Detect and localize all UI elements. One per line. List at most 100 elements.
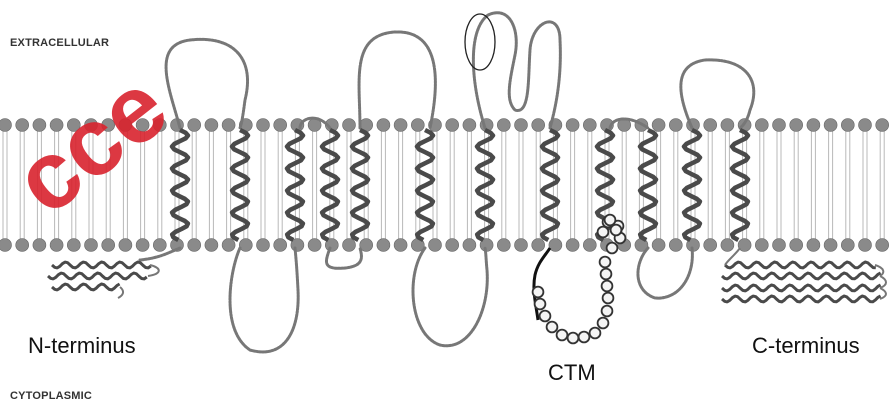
lipid-head xyxy=(859,119,872,132)
lipid-head xyxy=(153,239,166,252)
ctm-residue xyxy=(598,227,609,238)
lipid-head xyxy=(824,119,837,132)
transmembrane-helix xyxy=(732,130,748,240)
lipid-head xyxy=(583,119,596,132)
loop-segment xyxy=(166,39,247,128)
lipid-head xyxy=(790,119,803,132)
cytoplasmic-label: CYTOPLASMIC xyxy=(10,390,92,402)
ctm-residue xyxy=(540,311,551,322)
n-terminus-label: N-terminus xyxy=(28,333,136,359)
lipid-head xyxy=(16,239,29,252)
ctm-residue xyxy=(602,306,613,317)
lipid-head xyxy=(411,119,424,132)
ctm-residue xyxy=(600,257,611,268)
ctm-residue xyxy=(605,215,616,226)
ctm-residue xyxy=(568,333,579,344)
lipid-head xyxy=(429,239,442,252)
lipid-head xyxy=(515,119,528,132)
lipid-head xyxy=(274,239,287,252)
n-terminal-helix xyxy=(52,262,151,268)
lipid-head xyxy=(773,239,786,252)
lipid-head xyxy=(222,119,235,132)
transmembrane-helix xyxy=(352,130,368,240)
lipid-head xyxy=(532,239,545,252)
loop-segment xyxy=(638,248,692,298)
ctm-residue xyxy=(602,281,613,292)
lipid-head xyxy=(841,119,854,132)
lipid-head xyxy=(652,239,665,252)
lipid-head xyxy=(239,239,252,252)
lipid-head xyxy=(876,119,889,132)
lipid-head xyxy=(222,239,235,252)
lipid-head xyxy=(102,239,115,252)
ctm-residue xyxy=(603,293,614,304)
ctm-residue xyxy=(557,330,568,341)
lipid-head xyxy=(274,119,287,132)
lipid-head xyxy=(343,239,356,252)
lipid-head xyxy=(704,119,717,132)
lipid-head xyxy=(257,239,270,252)
n-terminal-link xyxy=(118,265,159,298)
lipid-head xyxy=(669,239,682,252)
lipid-head xyxy=(343,119,356,132)
lipid-head xyxy=(532,119,545,132)
lipid-head xyxy=(136,239,149,252)
lipid-head xyxy=(549,239,562,252)
lipid-head xyxy=(859,239,872,252)
transmembrane-helix xyxy=(232,130,248,240)
lipid-head xyxy=(257,119,270,132)
lipid-head xyxy=(119,239,132,252)
loop-segment xyxy=(681,60,754,128)
lipid-head xyxy=(841,239,854,252)
lipid-head xyxy=(188,119,201,132)
lipid-head xyxy=(0,119,12,132)
lipid-head xyxy=(463,119,476,132)
ctm-label: CTM xyxy=(548,360,596,386)
ctm-residue xyxy=(535,299,546,310)
c-terminus-label: C-terminus xyxy=(752,333,860,359)
ctm-residue xyxy=(590,328,601,339)
n-terminal-helix xyxy=(52,284,120,290)
transmembrane-helix xyxy=(640,130,656,240)
lipid-head xyxy=(85,239,98,252)
lipid-head xyxy=(790,239,803,252)
lipid-head xyxy=(566,119,579,132)
ctm-residue xyxy=(547,322,558,333)
c-terminal-helix xyxy=(722,296,881,302)
c-terminal-helix xyxy=(722,273,881,279)
terminal-helices xyxy=(48,248,886,302)
lipid-head xyxy=(188,239,201,252)
ctm-residue xyxy=(579,332,590,343)
ctm-residue xyxy=(598,318,609,329)
transmembrane-helix xyxy=(542,130,558,240)
transmembrane-helices xyxy=(172,130,748,240)
lipid-head xyxy=(446,239,459,252)
c-terminal-helix xyxy=(722,285,881,291)
ctm-residue xyxy=(611,225,622,236)
lipid-head xyxy=(377,119,390,132)
loop-segment xyxy=(230,248,298,352)
lipid-head xyxy=(463,239,476,252)
n-terminal-helix xyxy=(48,273,147,279)
ctm-residue xyxy=(601,269,612,280)
lipid-head xyxy=(394,119,407,132)
lipid-head xyxy=(497,239,510,252)
c-terminal-helix xyxy=(725,262,876,268)
lipid-head xyxy=(807,239,820,252)
lipid-head xyxy=(583,239,596,252)
loop-segment xyxy=(473,13,560,128)
loops xyxy=(140,13,754,352)
lipid-head xyxy=(50,239,63,252)
lipid-head xyxy=(446,119,459,132)
lipid-head xyxy=(205,119,218,132)
lipid-head xyxy=(497,119,510,132)
lipid-head xyxy=(308,239,321,252)
lipid-head xyxy=(807,119,820,132)
lipid-head xyxy=(515,239,528,252)
lipid-head xyxy=(33,239,46,252)
lipid-head xyxy=(669,119,682,132)
lipid-head xyxy=(704,239,717,252)
lipid-head xyxy=(394,239,407,252)
transmembrane-helix xyxy=(684,130,700,240)
